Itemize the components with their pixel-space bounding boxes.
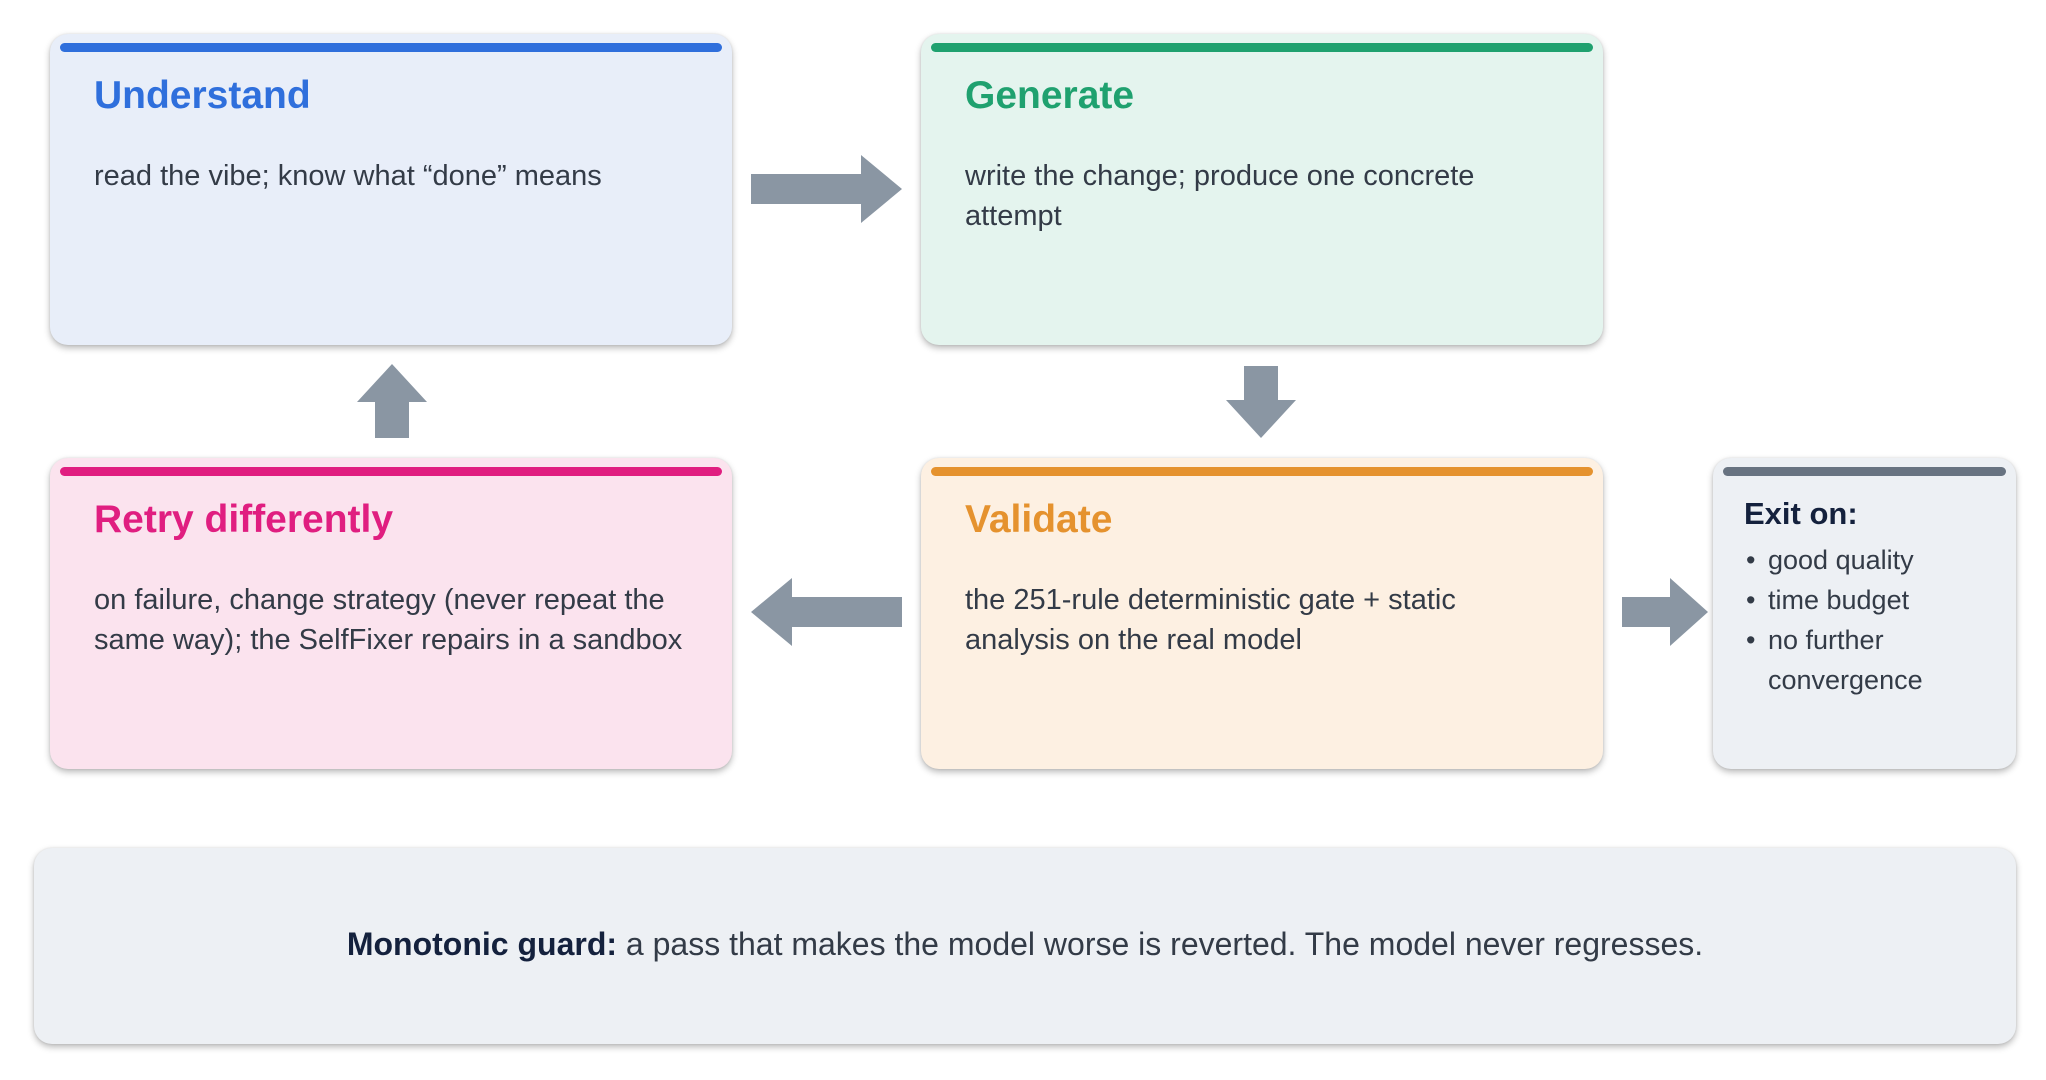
step-card-understand: Understand read the vibe; know what “don… xyxy=(50,34,732,345)
exit-conditions-list: good quality time budget no further conv… xyxy=(1744,540,2016,700)
exit-condition: time budget xyxy=(1744,580,2016,620)
accent-bar xyxy=(931,467,1593,476)
arrow-left-icon xyxy=(751,578,902,646)
step-title: Generate xyxy=(965,74,1135,117)
arrow-right-icon xyxy=(1622,578,1708,646)
step-description: write the change; produce one concrete a… xyxy=(965,160,1475,232)
exit-conditions-card: Exit on: good quality time budget no fur… xyxy=(1713,458,2016,769)
step-title: Understand xyxy=(94,74,311,117)
exit-title: Exit on: xyxy=(1744,496,1858,531)
step-title: Retry differently xyxy=(94,498,394,541)
exit-condition: no further convergence xyxy=(1744,620,2016,700)
monotonic-guard-box: Monotonic guard: a pass that makes the m… xyxy=(34,848,2016,1044)
exit-condition: good quality xyxy=(1744,540,2016,580)
accent-bar xyxy=(931,43,1593,52)
step-title: Validate xyxy=(965,498,1113,541)
step-description: the 251-rule deterministic gate + static… xyxy=(965,584,1456,656)
guard-text: a pass that makes the model worse is rev… xyxy=(617,926,1704,962)
arrow-down-icon xyxy=(1226,366,1296,438)
guard-label: Monotonic guard: xyxy=(346,926,618,962)
accent-bar xyxy=(60,467,722,476)
guard-statement: Monotonic guard: a pass that makes the m… xyxy=(34,926,2016,963)
step-card-validate: Validate the 251-rule deterministic gate… xyxy=(921,458,1603,769)
accent-bar xyxy=(60,43,722,52)
step-description: read the vibe; know what “done” means xyxy=(94,160,602,192)
accent-bar xyxy=(1723,467,2006,476)
arrow-right-icon xyxy=(751,155,902,223)
arrow-up-icon xyxy=(357,364,427,438)
step-description: on failure, change strategy (never repea… xyxy=(94,584,683,656)
step-card-retry: Retry differently on failure, change str… xyxy=(50,458,732,769)
step-card-generate: Generate write the change; produce one c… xyxy=(921,34,1603,345)
